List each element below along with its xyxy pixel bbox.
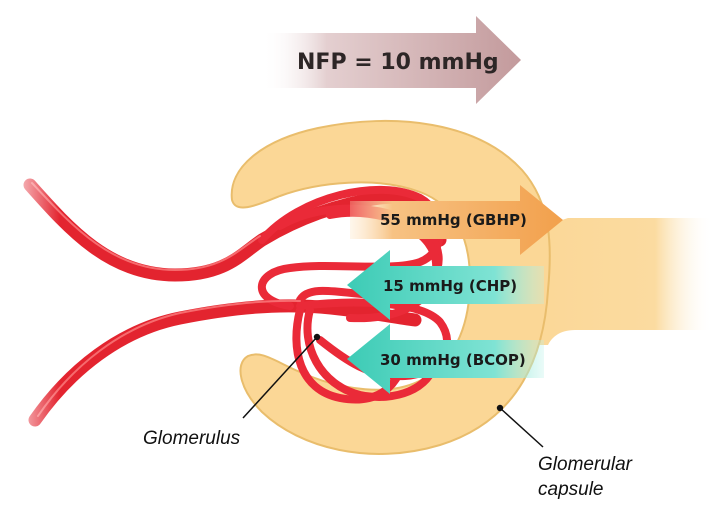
chp-arrow: 15 mmHg (CHP) [347,250,544,320]
glomerulus-label: Glomerulus [143,428,241,449]
capsule-leader-line [499,407,544,448]
bcop-arrow-shape [347,324,544,394]
nfp-label: NFP = 10 mmHg [297,50,499,75]
gbhp-arrow-shape [350,185,563,255]
efferent-arteriole [28,299,422,427]
glomerulus-pointer-dot [313,333,321,341]
glomerulus-callout: Glomerulus [143,333,321,449]
capsule-label-line2: capsule [538,479,604,500]
vessel-fade [0,150,60,450]
bcop-label: 30 mmHg (BCOP) [380,351,526,369]
vessel-highlight [31,182,261,272]
chp-arrow-shape [347,250,544,320]
bcop-arrow: 30 mmHg (BCOP) [347,324,544,394]
capsule-tubule [520,218,713,345]
capsule-callout: Glomerular capsule [496,404,633,500]
gbhp-label: 55 mmHg (GBHP) [380,211,527,229]
chp-label: 15 mmHg (CHP) [383,277,517,295]
capillary-loop [303,306,440,401]
vessel-highlight [37,299,301,417]
capillary-loop [257,185,445,310]
nfp-arrow: NFP = 10 mmHg [262,16,521,104]
gbhp-arrow: 55 mmHg (GBHP) [350,185,563,255]
glomerulus-leader-line [242,336,318,419]
capsule-pointer-dot [496,404,504,412]
nfp-arrow-shape [262,16,521,104]
capsule-label-line1: Glomerular [538,454,633,475]
